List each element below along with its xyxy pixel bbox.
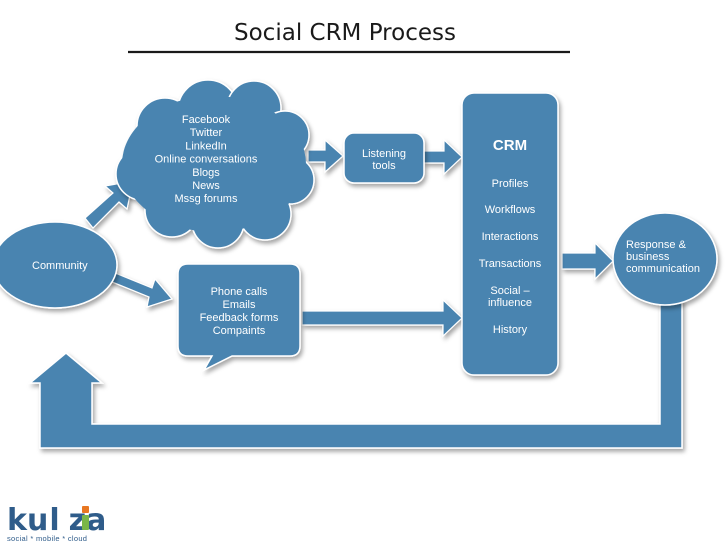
feedback-loop-arrow: [27, 299, 683, 449]
logo-tagline: social * mobile * cloud: [7, 534, 87, 543]
cloud-line: Twitter: [190, 127, 223, 139]
logo-i-dot-icon: [82, 506, 89, 513]
diagram-title: Social CRM Process: [234, 20, 456, 46]
cloud-line: News: [192, 180, 220, 192]
direct-channel-line: Phone calls: [211, 286, 268, 298]
cloud-line: LinkedIn: [185, 140, 227, 152]
crm-item: Workflows: [485, 204, 536, 216]
crm-to-response-arrow: [561, 241, 614, 281]
crm-box: CRM ProfilesWorkflowsInteractionsTransac…: [461, 92, 559, 376]
crm-item: influence: [488, 297, 532, 309]
kuliza-logo: kulza social * mobile * cloud: [7, 503, 106, 543]
listening-to-crm-arrow: [423, 138, 463, 176]
crm-item: Transactions: [479, 258, 542, 270]
logo-i-stem-icon: [82, 515, 89, 530]
response-label: business: [626, 251, 670, 263]
response-label: Response &: [626, 239, 687, 251]
community-node: Community: [0, 221, 118, 309]
listening-tools-label: tools: [372, 160, 396, 172]
direct-to-crm-arrow: [301, 298, 463, 338]
cloud-line: Facebook: [182, 114, 231, 126]
cloud-line: Blogs: [192, 167, 220, 179]
direct-channel-line: Emails: [222, 299, 256, 311]
listening-tools-label: Listening: [362, 148, 406, 160]
response-label: communication: [626, 263, 700, 275]
community-label: Community: [32, 260, 88, 272]
social-to-listening-arrow: [307, 138, 344, 174]
crm-item: Interactions: [482, 231, 539, 243]
cloud-line: Online conversations: [155, 154, 258, 166]
direct-channel-line: Compaints: [213, 325, 266, 337]
cloud-line: Mssg forums: [175, 193, 238, 205]
crm-item: Profiles: [492, 178, 529, 190]
direct-channel-line: Feedback forms: [200, 312, 279, 324]
crm-item: History: [493, 324, 528, 336]
crm-item: Social –: [490, 285, 530, 297]
logo-text: kulza: [7, 503, 106, 538]
crm-title: CRM: [493, 137, 527, 154]
